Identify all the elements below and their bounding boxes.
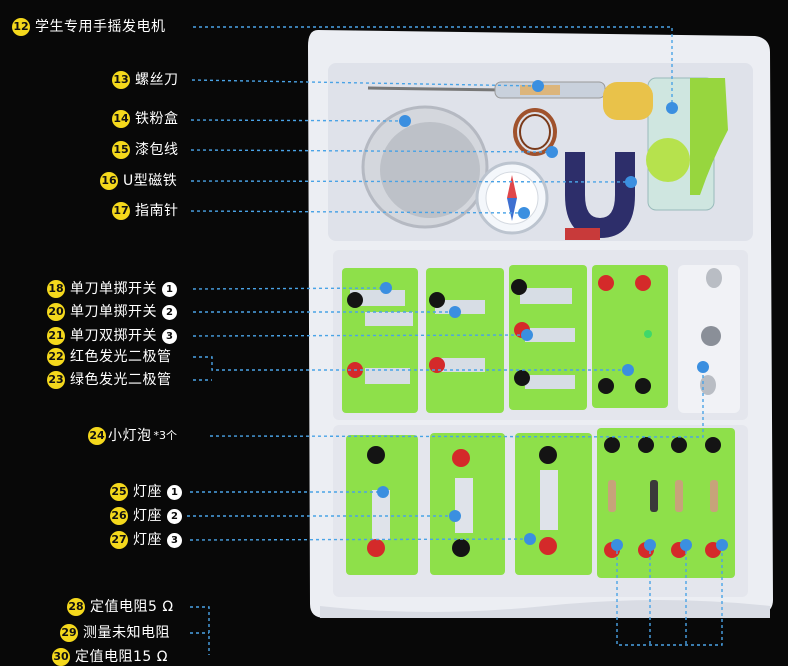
label-tag: 2 bbox=[167, 508, 182, 524]
label-text: 灯座 bbox=[133, 508, 162, 524]
label-number: 21 bbox=[47, 327, 65, 345]
label-number: 26 bbox=[110, 507, 128, 525]
label-number: 24 bbox=[88, 427, 106, 445]
label-number: 16 bbox=[100, 172, 118, 190]
label-switch-1: 18 单刀单掷开关 1 bbox=[47, 280, 177, 298]
label-red-led: 22 红色发光二极管 bbox=[47, 348, 172, 366]
label-screwdriver: 13 螺丝刀 bbox=[112, 71, 179, 89]
label-number: 30 bbox=[52, 648, 70, 666]
iron-powder-box bbox=[361, 105, 489, 229]
label-number: 27 bbox=[110, 531, 128, 549]
compass bbox=[475, 161, 549, 235]
label-unknown-resistor: 29 测量未知电阻 bbox=[60, 624, 170, 642]
label-enamelled-wire: 15 漆包线 bbox=[112, 141, 179, 159]
label-number: 17 bbox=[112, 202, 130, 220]
label-text: 小灯泡 bbox=[108, 428, 152, 444]
label-number: 18 bbox=[47, 280, 65, 298]
label-text: 学生专用手摇发电机 bbox=[35, 19, 166, 35]
label-resistor-5: 28 定值电阻5 Ω bbox=[67, 598, 174, 616]
label-number: 25 bbox=[110, 483, 128, 501]
label-u-magnet: 16 U型磁铁 bbox=[100, 172, 177, 190]
label-number: 14 bbox=[112, 110, 130, 128]
label-number: 22 bbox=[47, 348, 65, 366]
label-text: 单刀双掷开关 bbox=[70, 328, 157, 344]
label-suffix: *3个 bbox=[153, 429, 178, 442]
label-text: 单刀单掷开关 bbox=[70, 304, 157, 320]
label-tag: 3 bbox=[167, 532, 182, 548]
label-green-led: 23 绿色发光二极管 bbox=[47, 371, 172, 389]
label-compass: 17 指南针 bbox=[112, 202, 179, 220]
label-text: U型磁铁 bbox=[123, 173, 178, 189]
label-text: 测量未知电阻 bbox=[83, 625, 170, 641]
label-number: 23 bbox=[47, 371, 65, 389]
label-text: 灯座 bbox=[133, 532, 162, 548]
label-text: 单刀单掷开关 bbox=[70, 281, 157, 297]
label-text: 螺丝刀 bbox=[135, 72, 179, 88]
label-resistor-15: 30 定值电阻15 Ω bbox=[52, 648, 168, 666]
lamp-holder-boards bbox=[346, 428, 735, 578]
label-text: 漆包线 bbox=[135, 142, 179, 158]
enamelled-wire bbox=[513, 108, 557, 156]
label-lamp-holder-3: 27 灯座 3 bbox=[110, 531, 182, 549]
label-switch-2: 20 单刀单掷开关 2 bbox=[47, 303, 177, 321]
label-number: 20 bbox=[47, 303, 65, 321]
label-text: 红色发光二极管 bbox=[70, 349, 172, 365]
label-lamp-holder-1: 25 灯座 1 bbox=[110, 483, 182, 501]
label-number: 29 bbox=[60, 624, 78, 642]
hand-generator bbox=[603, 77, 728, 211]
leader-lines bbox=[187, 26, 723, 655]
switch-boards bbox=[342, 265, 668, 413]
label-text: 灯座 bbox=[133, 484, 162, 500]
label-small-bulbs: 24 小灯泡 *3个 bbox=[88, 427, 177, 445]
label-number: 13 bbox=[112, 71, 130, 89]
label-text: 指南针 bbox=[135, 203, 179, 219]
label-number: 15 bbox=[112, 141, 130, 159]
label-text: 定值电阻15 Ω bbox=[75, 649, 168, 665]
label-text: 铁粉盒 bbox=[135, 111, 179, 127]
label-tag: 1 bbox=[167, 484, 182, 500]
label-number: 12 bbox=[12, 18, 30, 36]
label-tag: 2 bbox=[162, 304, 177, 320]
label-hand-generator: 12 学生专用手摇发电机 bbox=[12, 18, 166, 36]
label-lamp-holder-2: 26 灯座 2 bbox=[110, 507, 182, 525]
label-text: 定值电阻5 Ω bbox=[90, 599, 174, 615]
label-tag: 1 bbox=[162, 281, 177, 297]
label-number: 28 bbox=[67, 598, 85, 616]
label-iron-powder-box: 14 铁粉盒 bbox=[112, 110, 179, 128]
label-tag: 3 bbox=[162, 328, 177, 344]
label-switch-3: 21 单刀双掷开关 3 bbox=[47, 327, 177, 345]
bulb-compartment bbox=[678, 265, 740, 413]
u-magnet bbox=[565, 152, 635, 240]
leader-dots bbox=[377, 80, 728, 551]
label-text: 绿色发光二极管 bbox=[70, 372, 172, 388]
